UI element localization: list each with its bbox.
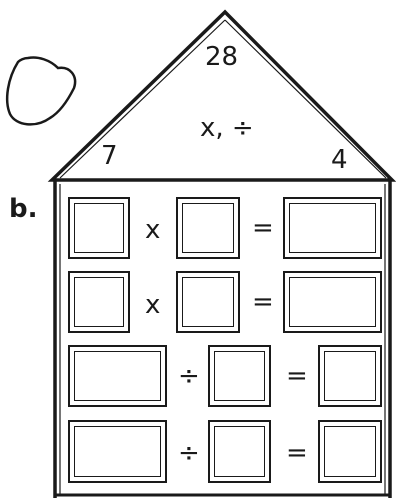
answer-box[interactable] [283, 271, 382, 333]
equals-symbol: = [252, 213, 274, 243]
problem-label: b. [9, 194, 38, 224]
right-number: 4 [331, 145, 348, 175]
answer-box[interactable] [176, 197, 240, 259]
answer-box[interactable] [176, 271, 240, 333]
answer-box[interactable] [208, 345, 271, 407]
operator-symbol: ÷ [178, 361, 200, 391]
answer-box[interactable] [68, 345, 167, 407]
answer-box[interactable] [318, 420, 382, 483]
operations-label: x, ÷ [200, 113, 254, 143]
operator-symbol: x [145, 290, 161, 320]
answer-box[interactable] [68, 420, 167, 483]
operator-symbol: ÷ [178, 438, 200, 468]
top-number: 28 [205, 42, 239, 72]
operator-symbol: x [145, 215, 161, 245]
equals-symbol: = [286, 438, 308, 468]
answer-box[interactable] [68, 271, 130, 333]
equals-symbol: = [252, 287, 274, 317]
answer-box[interactable] [318, 345, 382, 407]
equals-symbol: = [286, 361, 308, 391]
cloud-shape [6, 56, 77, 126]
left-number: 7 [101, 141, 118, 171]
answer-box[interactable] [283, 197, 382, 259]
answer-box[interactable] [68, 197, 130, 259]
answer-box[interactable] [208, 420, 271, 483]
roof-outline [47, 9, 396, 182]
